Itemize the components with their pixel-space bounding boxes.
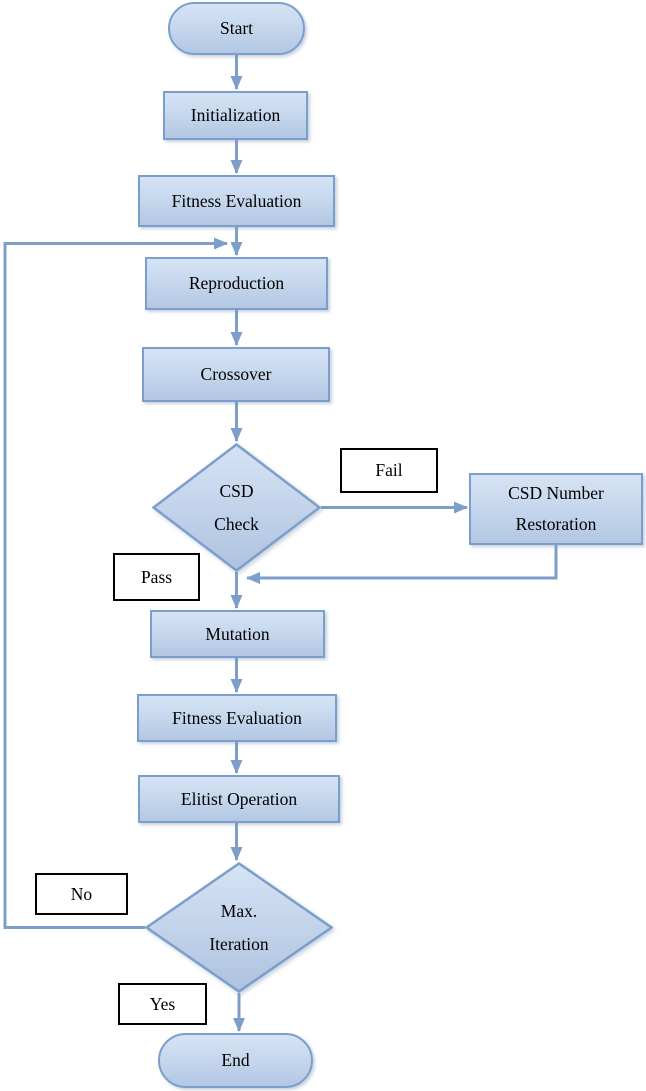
node-csd-number-restoration: CSD Number Restoration xyxy=(469,473,643,545)
edge-label-pass-text: Pass xyxy=(140,566,173,587)
node-mutation-label: Mutation xyxy=(205,623,270,644)
node-elitist-operation-label: Elitist Operation xyxy=(180,788,298,809)
edge-label-no: No xyxy=(35,873,128,915)
node-csd-check-line1: CSD xyxy=(219,480,254,501)
node-fitness-evaluation-1-label: Fitness Evaluation xyxy=(171,190,302,211)
node-reproduction-label: Reproduction xyxy=(188,273,285,293)
node-crossover: Crossover xyxy=(142,347,330,402)
node-initialization: Initialization xyxy=(163,91,308,140)
node-mutation: Mutation xyxy=(150,610,325,658)
edge-label-fail-text: Fail xyxy=(375,460,403,480)
edge-label-no-text: No xyxy=(70,883,93,904)
max-iteration-diamond-shape xyxy=(145,862,333,993)
node-elitist-operation: Elitist Operation xyxy=(138,775,340,823)
node-crossover-label: Crossover xyxy=(200,364,272,384)
node-max-iteration-line1: Max. xyxy=(220,900,258,921)
edge-label-pass: Pass xyxy=(113,553,200,601)
edge-label-yes: Yes xyxy=(118,983,207,1025)
node-reproduction: Reproduction xyxy=(145,257,328,310)
node-start-label: Start xyxy=(219,18,254,38)
node-csd-number-restoration-line1: CSD Number xyxy=(508,483,604,503)
csd-check-diamond-shape xyxy=(152,443,321,572)
node-end: End xyxy=(158,1033,313,1088)
node-fitness-evaluation-2-label: Fitness Evaluation xyxy=(172,707,302,728)
node-max-iteration-line2: Iteration xyxy=(209,933,269,954)
node-end-label: End xyxy=(221,1050,250,1070)
edge-label-yes-text: Yes xyxy=(149,993,176,1014)
node-fitness-evaluation-1: Fitness Evaluation xyxy=(138,175,335,227)
edge-label-fail: Fail xyxy=(340,448,438,493)
node-max-iteration: Max. Iteration xyxy=(145,862,333,993)
node-csd-check-line2: Check xyxy=(214,513,259,534)
node-fitness-evaluation-2: Fitness Evaluation xyxy=(137,694,337,742)
node-start: Start xyxy=(168,2,305,55)
node-csd-check: CSD Check xyxy=(152,443,321,572)
node-csd-number-restoration-line2: Restoration xyxy=(515,514,597,534)
node-initialization-label: Initialization xyxy=(190,105,281,125)
